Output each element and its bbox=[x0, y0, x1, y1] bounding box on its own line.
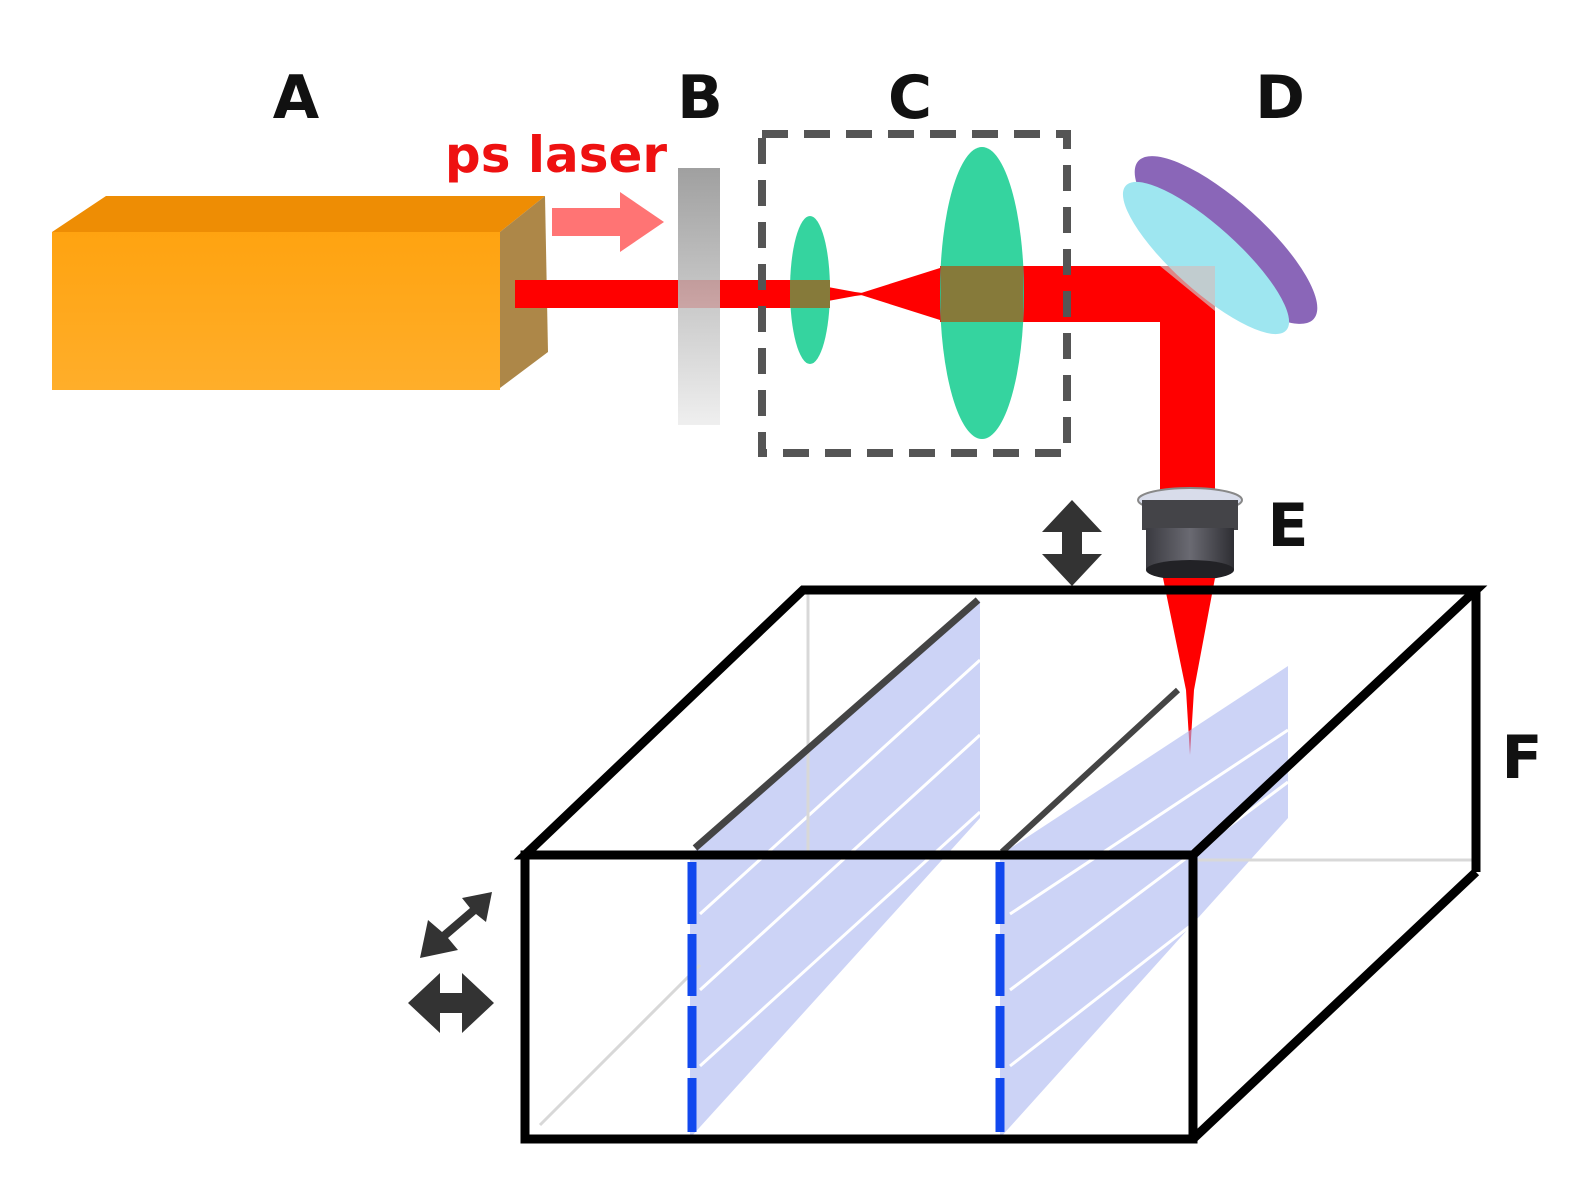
vertical-motion-arrow bbox=[1042, 500, 1102, 586]
mirror bbox=[1122, 156, 1318, 335]
objective-lens bbox=[1137, 487, 1243, 755]
beam-expander bbox=[758, 130, 1071, 457]
laser-source bbox=[52, 196, 548, 390]
label-f: F bbox=[1502, 723, 1543, 793]
stage-motion-arrows bbox=[408, 892, 494, 1033]
sample-block bbox=[513, 585, 1488, 1144]
scan-lines-1 bbox=[698, 658, 982, 1137]
beam-direction-arrow bbox=[552, 192, 664, 252]
attenuator-plate bbox=[678, 168, 720, 425]
label-d: D bbox=[1255, 63, 1305, 133]
label-e: E bbox=[1268, 491, 1309, 561]
scan-marks bbox=[687, 862, 1005, 1132]
label-b: B bbox=[677, 63, 723, 133]
modified-region-2 bbox=[1000, 666, 1288, 1138]
label-a: A bbox=[273, 63, 320, 133]
beam-label: ps laser bbox=[445, 126, 668, 184]
scan-lines-2 bbox=[1009, 728, 1289, 1138]
label-c: C bbox=[888, 63, 932, 133]
laser-beam bbox=[515, 266, 1215, 511]
